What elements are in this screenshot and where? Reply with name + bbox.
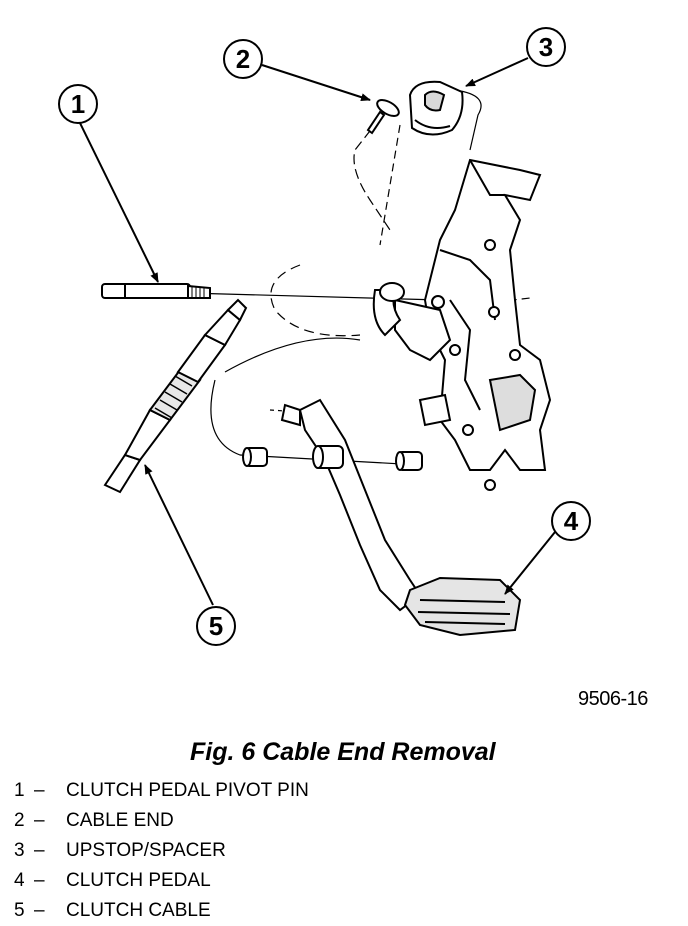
legend-separator: –: [34, 870, 45, 891]
svg-text:1: 1: [71, 89, 85, 119]
parts-legend: 1–CLUTCH PEDAL PIVOT PIN 2–CABLE END 3–U…: [14, 776, 309, 926]
legend-separator: –: [34, 840, 45, 861]
legend-number: 3: [14, 840, 25, 861]
legend-label: CABLE END: [66, 810, 174, 831]
callout-3: 3: [526, 27, 566, 67]
callout-leaders: [79, 57, 556, 606]
legend-item: 1–CLUTCH PEDAL PIVOT PIN: [14, 776, 309, 806]
legend-label: UPSTOP/SPACER: [66, 840, 226, 861]
legend-number: 2: [14, 810, 25, 831]
clutch-cable: [103, 298, 248, 494]
clutch-pedal-pivot-pin: [101, 283, 211, 299]
legend-number: 5: [14, 900, 25, 921]
callout-4: 4: [551, 501, 591, 541]
callout-1: 1: [58, 84, 98, 124]
legend-label: CLUTCH PEDAL PIVOT PIN: [66, 780, 309, 801]
pivot-bushings: [242, 445, 423, 471]
legend-item: 5–CLUTCH CABLE: [14, 896, 309, 926]
legend-separator: –: [34, 810, 45, 831]
svg-text:3: 3: [539, 32, 553, 62]
legend-label: CLUTCH PEDAL: [66, 870, 211, 891]
figure-code: 9506-16: [578, 688, 648, 710]
figure-title: Fig. 6 Cable End Removal: [190, 738, 496, 766]
bracket-holes: [431, 239, 521, 491]
legend-item: 3–UPSTOP/SPACER: [14, 836, 309, 866]
upstop-spacer: [408, 80, 464, 136]
legend-number: 1: [14, 780, 25, 801]
legend-label: CLUTCH CABLE: [66, 900, 211, 921]
legend-number: 4: [14, 870, 25, 891]
legend-separator: –: [34, 780, 45, 801]
svg-text:4: 4: [564, 506, 579, 536]
callout-2: 2: [223, 39, 263, 79]
legend-separator: –: [34, 900, 45, 921]
cable-end-spring: [372, 282, 405, 337]
legend-item: 2–CABLE END: [14, 806, 309, 836]
legend-item: 4–CLUTCH PEDAL: [14, 866, 309, 896]
svg-text:5: 5: [209, 611, 223, 641]
pedal-bracket: [394, 158, 552, 471]
svg-text:2: 2: [236, 44, 250, 74]
cable-end: [366, 99, 400, 135]
cable-end-removal-illustration: 1 2 3 4 5: [58, 27, 591, 646]
callout-5: 5: [196, 606, 236, 646]
